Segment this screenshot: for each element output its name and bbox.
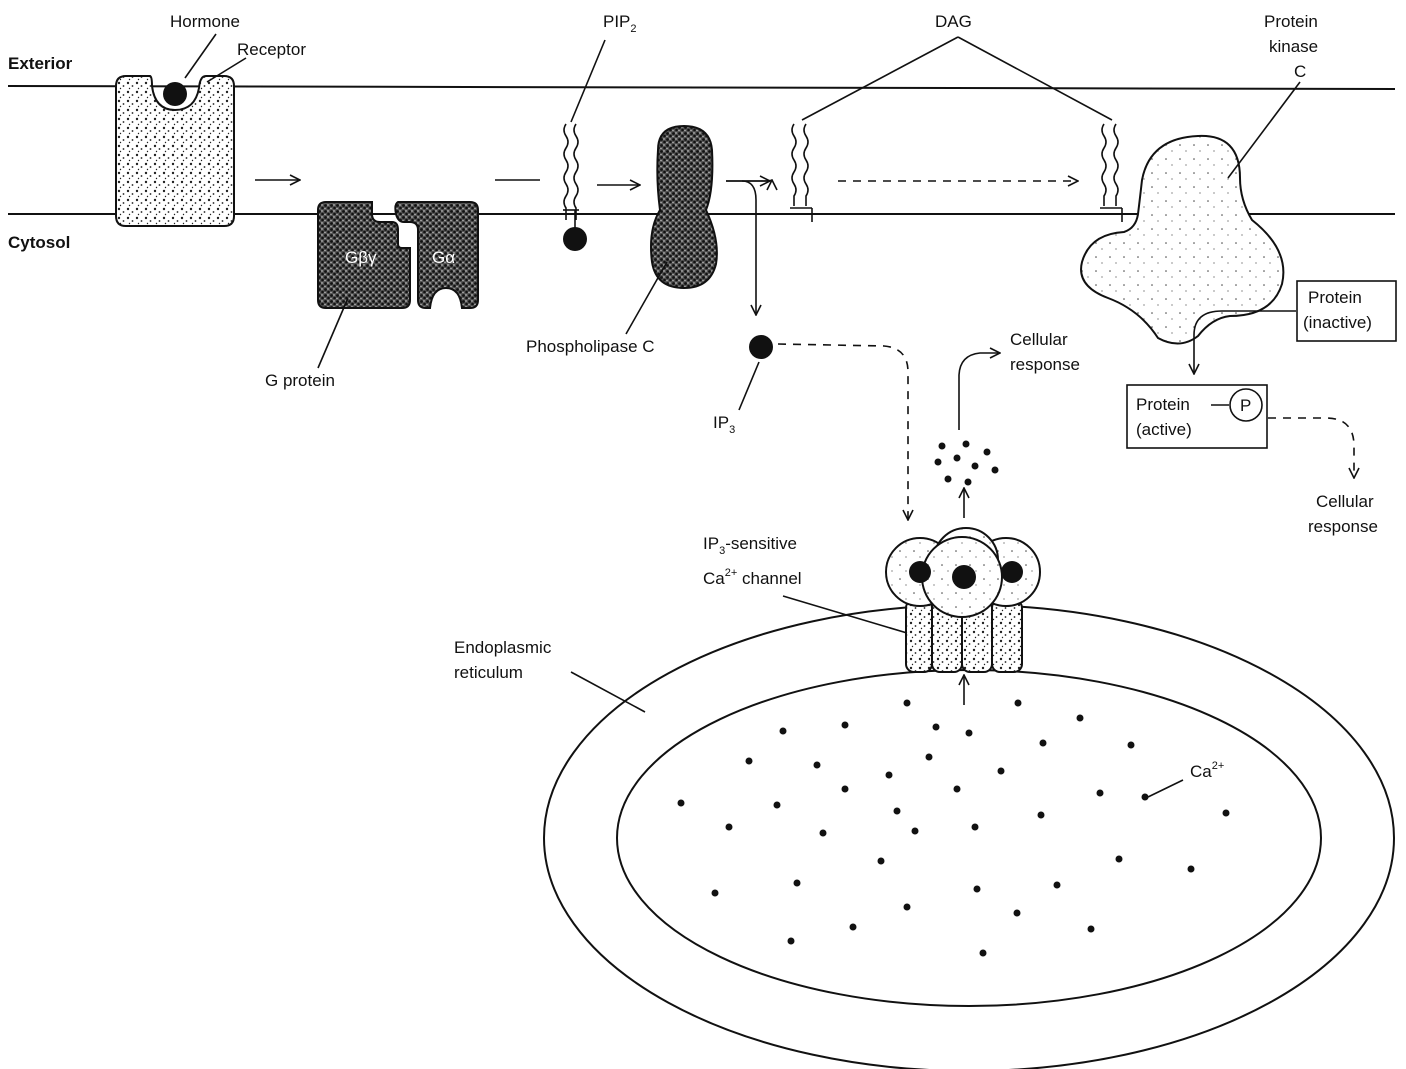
dag-leader-left bbox=[802, 37, 958, 120]
hormone-leader bbox=[185, 34, 216, 78]
arrow-calcium-to-response bbox=[959, 353, 1000, 430]
er-calcium-ions bbox=[678, 700, 1230, 957]
ip3-label: IP3 bbox=[713, 413, 735, 436]
phospholipase-c-label: Phospholipase C bbox=[526, 337, 655, 356]
pip2-headgroup bbox=[563, 227, 587, 251]
pip2-label: PIP2 bbox=[603, 12, 637, 35]
er-label-line2: reticulum bbox=[454, 663, 523, 682]
er-inner-membrane bbox=[617, 670, 1321, 1006]
arrow-ip3-to-channel bbox=[778, 344, 908, 520]
pkc-label-line1: Protein bbox=[1264, 12, 1318, 31]
ca-label: Ca2+ bbox=[1190, 760, 1224, 781]
hormone-label: Hormone bbox=[170, 12, 240, 31]
protein-kinase-c bbox=[1081, 136, 1283, 344]
receptor-label: Receptor bbox=[237, 40, 306, 59]
phosphate-label: P bbox=[1240, 396, 1251, 415]
ca-leader bbox=[1148, 780, 1183, 797]
phospholipase-c bbox=[651, 126, 717, 288]
arrow-active-to-response bbox=[1268, 418, 1354, 478]
protein-inactive-line1: Protein bbox=[1308, 288, 1362, 307]
er-label-line1: Endoplasmic bbox=[454, 638, 552, 657]
dag-lipid-left bbox=[790, 124, 812, 222]
hormone-ball bbox=[163, 82, 187, 106]
channel-label-line2: Ca2+ channel bbox=[703, 567, 802, 588]
cellular-response-2-line1: Cellular bbox=[1316, 492, 1374, 511]
phospholipase-c-leader bbox=[626, 262, 667, 334]
channel-label-line1: IP3-sensitive bbox=[703, 534, 797, 557]
g-protein-label: G protein bbox=[265, 371, 335, 390]
er-outer-membrane bbox=[544, 605, 1394, 1069]
protein-active-line2: (active) bbox=[1136, 420, 1192, 439]
released-calcium-ions bbox=[935, 441, 999, 486]
dag-lipid-right bbox=[1100, 124, 1122, 222]
cellular-response-1-line1: Cellular bbox=[1010, 330, 1068, 349]
protein-active-line1: Protein bbox=[1136, 395, 1190, 414]
dag-leader-right bbox=[958, 37, 1112, 120]
ip3-sensitive-calcium-channel bbox=[886, 528, 1040, 672]
pkc-leader bbox=[1228, 82, 1300, 178]
pkc-label-line3: C bbox=[1294, 62, 1306, 81]
arrow-plc-to-ip3 bbox=[742, 181, 756, 315]
cytosol-label: Cytosol bbox=[8, 233, 70, 252]
pip2-leader bbox=[571, 40, 605, 122]
exterior-label: Exterior bbox=[8, 54, 73, 73]
er-leader bbox=[571, 672, 645, 712]
g-beta-gamma-label: Gβγ bbox=[345, 248, 377, 267]
cellular-response-2-line2: response bbox=[1308, 517, 1378, 536]
ip3-molecule bbox=[749, 335, 773, 359]
g-alpha-label: Gα bbox=[432, 248, 455, 267]
channel-leader bbox=[783, 596, 907, 633]
cellular-response-1-line2: response bbox=[1010, 355, 1080, 374]
dag-label: DAG bbox=[935, 12, 972, 31]
pkc-label-line2: kinase bbox=[1269, 37, 1318, 56]
pip2-lipid bbox=[563, 124, 579, 228]
ip3-leader bbox=[739, 362, 759, 410]
protein-inactive-line2: (inactive) bbox=[1303, 313, 1372, 332]
